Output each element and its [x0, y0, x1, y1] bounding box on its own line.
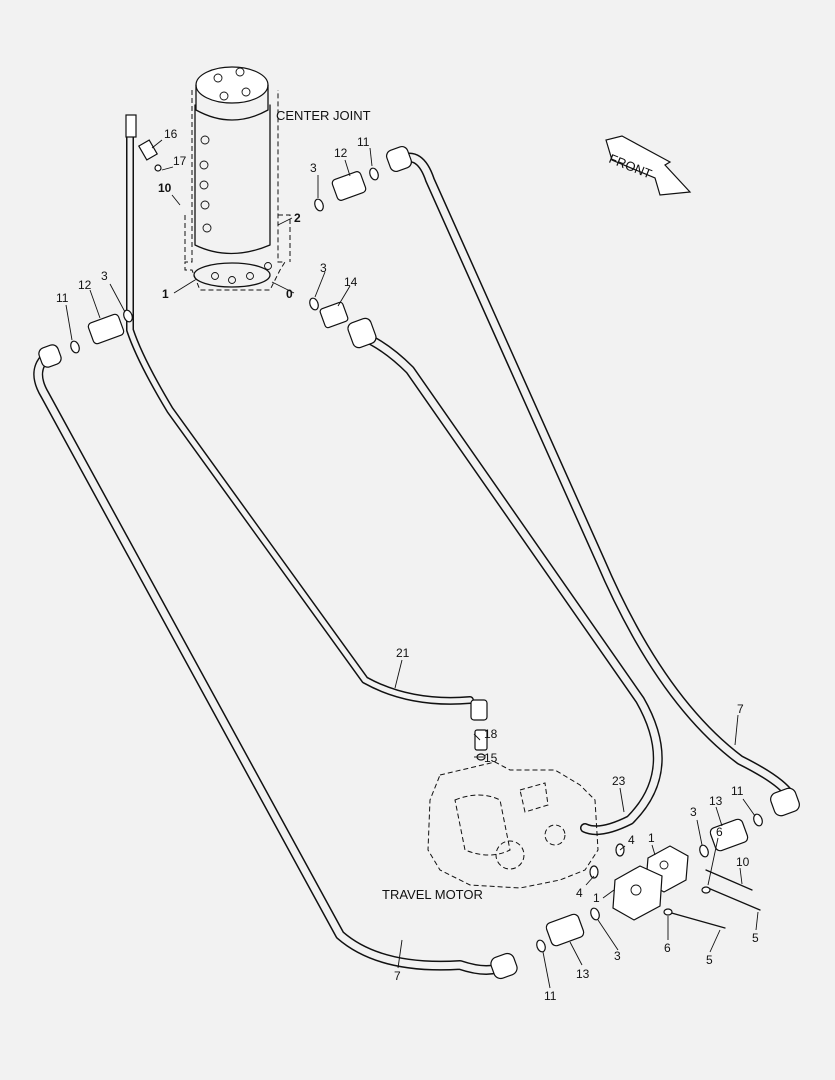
callout-10: 10 — [158, 181, 172, 195]
callout-11: 11 — [56, 291, 69, 305]
fittings — [38, 114, 800, 980]
callout-numbers: 16 17 10 2 1 0 3 12 11 3 14 11 12 3 21 1… — [56, 127, 759, 1003]
callout-0: 0 — [286, 287, 293, 301]
travel-motor-label: TRAVEL MOTOR — [382, 887, 483, 902]
callout-11: 11 — [357, 135, 370, 149]
callout-16: 16 — [164, 127, 178, 141]
callout-3: 3 — [101, 269, 108, 283]
travel-motor-assembly — [427, 761, 599, 889]
center-joint-label: CENTER JOINT — [276, 108, 371, 123]
callout-14: 14 — [344, 275, 358, 289]
callout-7: 7 — [737, 702, 744, 716]
callout-4: 4 — [628, 833, 635, 847]
callout-13: 13 — [576, 967, 590, 981]
callout-11: 11 — [544, 989, 557, 1003]
callout-3: 3 — [690, 805, 697, 819]
callout-4: 4 — [576, 886, 583, 900]
callout-18: 18 — [484, 727, 498, 741]
callout-3: 3 — [310, 161, 317, 175]
callout-23: 23 — [612, 774, 626, 788]
center-joint-assembly — [184, 66, 291, 291]
callout-1: 1 — [648, 831, 655, 845]
callout-3: 3 — [614, 949, 621, 963]
front-arrow-icon: FRONT — [605, 135, 692, 196]
callout-15: 15 — [484, 751, 498, 765]
callout-1: 1 — [162, 287, 169, 301]
callout-6: 6 — [716, 825, 723, 839]
callout-7: 7 — [394, 969, 401, 983]
callout-5: 5 — [752, 931, 759, 945]
callout-2: 2 — [294, 211, 301, 225]
callout-3: 3 — [320, 261, 327, 275]
callout-12: 12 — [334, 146, 348, 160]
captions: CENTER JOINT TRAVEL MOTOR — [276, 108, 483, 902]
callout-6: 6 — [664, 941, 671, 955]
callout-13: 13 — [709, 794, 723, 808]
callout-12: 12 — [78, 278, 92, 292]
callout-21: 21 — [396, 646, 410, 660]
callout-11: 11 — [731, 784, 744, 798]
callout-5: 5 — [706, 953, 713, 967]
callout-1: 1 — [593, 891, 600, 905]
hose-lines — [33, 126, 795, 975]
callout-10: 10 — [736, 855, 750, 869]
callout-17: 17 — [173, 154, 187, 168]
leader-lines — [65, 139, 759, 989]
